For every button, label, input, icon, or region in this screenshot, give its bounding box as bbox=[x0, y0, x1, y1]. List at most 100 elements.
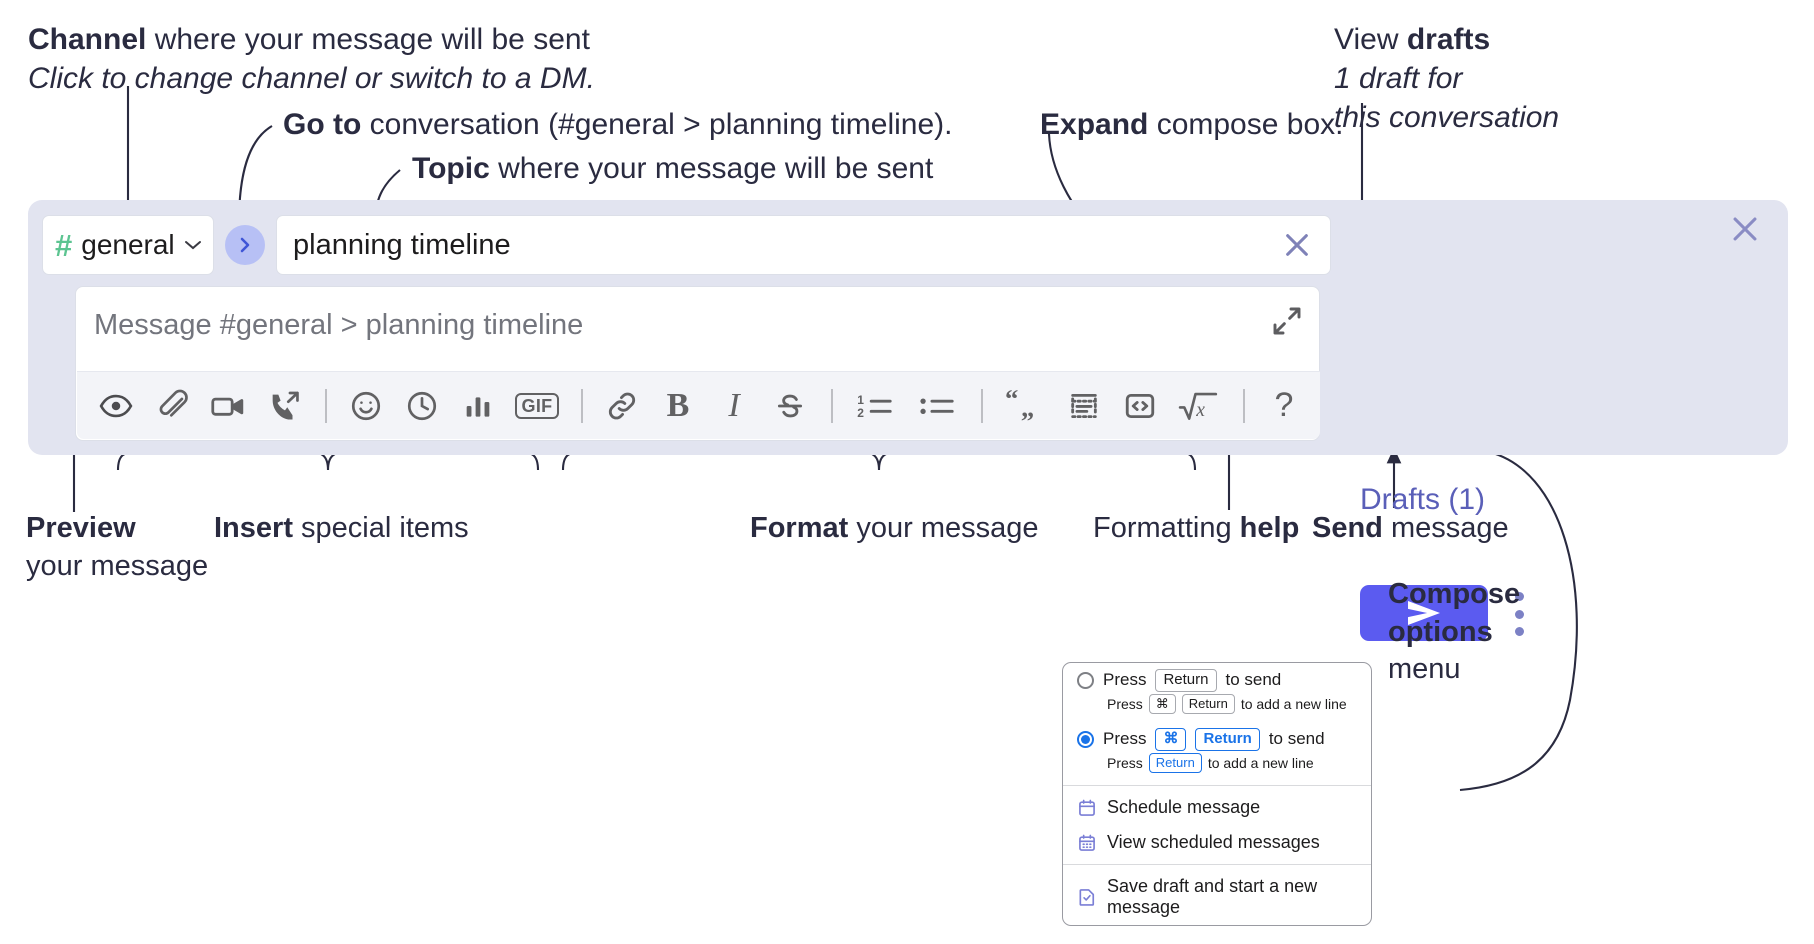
gif-label: GIF bbox=[514, 392, 560, 419]
radio-cmd-return-to-send[interactable] bbox=[1077, 730, 1094, 748]
annotation-drafts-italic1: 1 draft for bbox=[1334, 62, 1463, 95]
key-return: Return bbox=[1148, 752, 1202, 773]
menu-item-schedule-message[interactable]: Schedule message bbox=[1063, 790, 1371, 825]
menu-divider bbox=[1063, 864, 1371, 865]
annotation-insert: Insert special items bbox=[214, 510, 469, 548]
option-1-pre: Press bbox=[1103, 729, 1147, 749]
gif-icon[interactable]: GIF bbox=[509, 381, 565, 431]
reminder-icon[interactable] bbox=[397, 381, 447, 431]
send-option-row[interactable]: Press ⌘ Return to send bbox=[1063, 722, 1371, 753]
toolbar-divider bbox=[981, 388, 983, 423]
annotation-compose-options-bold1: Compose bbox=[1388, 578, 1521, 610]
kebab-dot bbox=[1514, 627, 1524, 636]
annotation-drafts-italic2: this conversation bbox=[1334, 101, 1560, 134]
goto-conversation-button[interactable] bbox=[225, 225, 265, 265]
annotation-insert-bold: Insert bbox=[214, 512, 293, 544]
link-icon[interactable] bbox=[597, 381, 647, 431]
annotation-preview-bold: Preview bbox=[26, 512, 136, 544]
svg-text:x: x bbox=[1195, 399, 1205, 420]
annotation-expand: Expand compose box. bbox=[1040, 105, 1343, 144]
italic-icon[interactable]: I bbox=[709, 381, 759, 431]
annotation-compose-options: Compose options menu bbox=[1388, 576, 1520, 689]
bulleted-list-icon[interactable] bbox=[909, 381, 965, 431]
annotation-topic: Topic where your message will be sent bbox=[412, 149, 933, 188]
close-icon[interactable] bbox=[1728, 212, 1762, 246]
option-0-pre: Press bbox=[1103, 670, 1147, 690]
key-return: Return bbox=[1181, 693, 1235, 714]
menu-item-view-scheduled-messages[interactable]: View scheduled messages bbox=[1063, 825, 1371, 860]
attach-icon[interactable] bbox=[147, 381, 197, 431]
compose-box: # general planning timeline Messag bbox=[28, 200, 1788, 641]
blockquote-icon[interactable]: “ „ bbox=[997, 381, 1053, 431]
compose-options-menu: Press Return to send Press ⌘ Return to a… bbox=[1062, 662, 1372, 926]
menu-item-label: Save draft and start a new message bbox=[1107, 876, 1318, 917]
menu-item-save-draft[interactable]: Save draft and start a new message bbox=[1063, 869, 1371, 925]
send-option-sub: Press Return to add a new line bbox=[1063, 752, 1371, 781]
topic-input[interactable]: planning timeline bbox=[276, 215, 1331, 275]
ordered-list-icon[interactable]: 1 2 bbox=[847, 381, 903, 431]
annotation-drafts: View drafts 1 draft for this conversatio… bbox=[1334, 20, 1559, 137]
annotation-channel-italic: Click to change channel or switch to a D… bbox=[28, 62, 595, 95]
annotation-help: Formatting help bbox=[1093, 510, 1299, 548]
strikethrough-icon[interactable] bbox=[765, 381, 815, 431]
menu-item-label: View scheduled messages bbox=[1107, 832, 1320, 852]
svg-text:“: “ bbox=[1005, 389, 1018, 413]
expand-icon[interactable] bbox=[1271, 305, 1305, 339]
annotation-channel-bold: Channel bbox=[28, 23, 147, 56]
send-option-row[interactable]: Press Return to send bbox=[1063, 663, 1371, 694]
kebab-dot bbox=[1514, 592, 1524, 601]
annotation-expand-bold: Expand bbox=[1040, 108, 1149, 141]
annotation-send: Send message bbox=[1312, 510, 1509, 548]
send-option-sub: Press ⌘ Return to add a new line bbox=[1063, 693, 1371, 722]
message-placeholder: Message #general > planning timeline bbox=[94, 309, 584, 341]
hash-icon: # bbox=[55, 227, 73, 263]
emoji-icon[interactable] bbox=[341, 381, 391, 431]
annotation-goto-bold: Go to bbox=[283, 108, 362, 141]
annotation-compose-options-bold2: options bbox=[1388, 615, 1493, 648]
annotation-send-bold: Send bbox=[1312, 512, 1383, 544]
help-icon[interactable]: ? bbox=[1259, 381, 1309, 431]
code-icon[interactable] bbox=[1115, 381, 1165, 431]
radio-return-to-send[interactable] bbox=[1077, 671, 1094, 689]
huddle-icon[interactable] bbox=[259, 381, 309, 431]
annotation-send-rest: message bbox=[1382, 512, 1509, 544]
annotation-channel: Channel where your message will be sent … bbox=[28, 20, 595, 98]
annotation-drafts-plain: View bbox=[1334, 23, 1407, 56]
preview-icon[interactable] bbox=[91, 381, 141, 431]
toolbar-divider bbox=[1243, 388, 1245, 423]
video-icon[interactable] bbox=[203, 381, 253, 431]
svg-text:1: 1 bbox=[857, 393, 864, 407]
option-0-sub-post: to add a new line bbox=[1240, 695, 1347, 712]
annotation-format: Format your message bbox=[750, 510, 1039, 548]
option-1-sub-pre: Press bbox=[1107, 754, 1143, 771]
option-0-sub-pre: Press bbox=[1107, 695, 1143, 712]
annotation-preview-line2: your message bbox=[26, 549, 209, 582]
send-button[interactable] bbox=[1360, 585, 1488, 641]
compose-header-row: # general planning timeline bbox=[42, 214, 1331, 276]
toolbar-divider bbox=[581, 388, 583, 423]
option-0-post: to send bbox=[1225, 670, 1282, 690]
save-draft-icon bbox=[1077, 887, 1097, 907]
annotation-topic-bold: Topic bbox=[412, 152, 490, 185]
annotation-goto: Go to conversation (#general > planning … bbox=[283, 105, 953, 144]
math-icon[interactable]: x bbox=[1171, 381, 1227, 431]
drafts-link[interactable]: Drafts (1) bbox=[1360, 483, 1486, 516]
svg-text:„: „ bbox=[1021, 392, 1034, 422]
compose-options-button[interactable] bbox=[1510, 592, 1528, 636]
annotation-topic-rest: where your message will be sent bbox=[489, 152, 934, 185]
italic-label: I bbox=[728, 386, 740, 424]
code-block-icon[interactable] bbox=[1059, 381, 1109, 431]
poll-icon[interactable] bbox=[453, 381, 503, 431]
toolbar-divider bbox=[831, 388, 833, 423]
annotation-goto-rest: conversation (#general > planning timeli… bbox=[361, 108, 953, 141]
option-1-post: to send bbox=[1268, 729, 1325, 749]
bold-icon[interactable]: B bbox=[653, 381, 703, 431]
clear-topic-icon[interactable] bbox=[1280, 228, 1314, 262]
key-return: Return bbox=[1195, 728, 1260, 751]
message-input-area[interactable]: Message #general > planning timeline bbox=[75, 286, 1320, 441]
channel-selector-button[interactable]: # general bbox=[42, 215, 214, 275]
key-command: ⌘ bbox=[1148, 693, 1176, 714]
annotation-help-bold: help bbox=[1239, 512, 1300, 544]
menu-item-label: Schedule message bbox=[1107, 797, 1261, 817]
calendar-list-icon bbox=[1077, 833, 1097, 853]
